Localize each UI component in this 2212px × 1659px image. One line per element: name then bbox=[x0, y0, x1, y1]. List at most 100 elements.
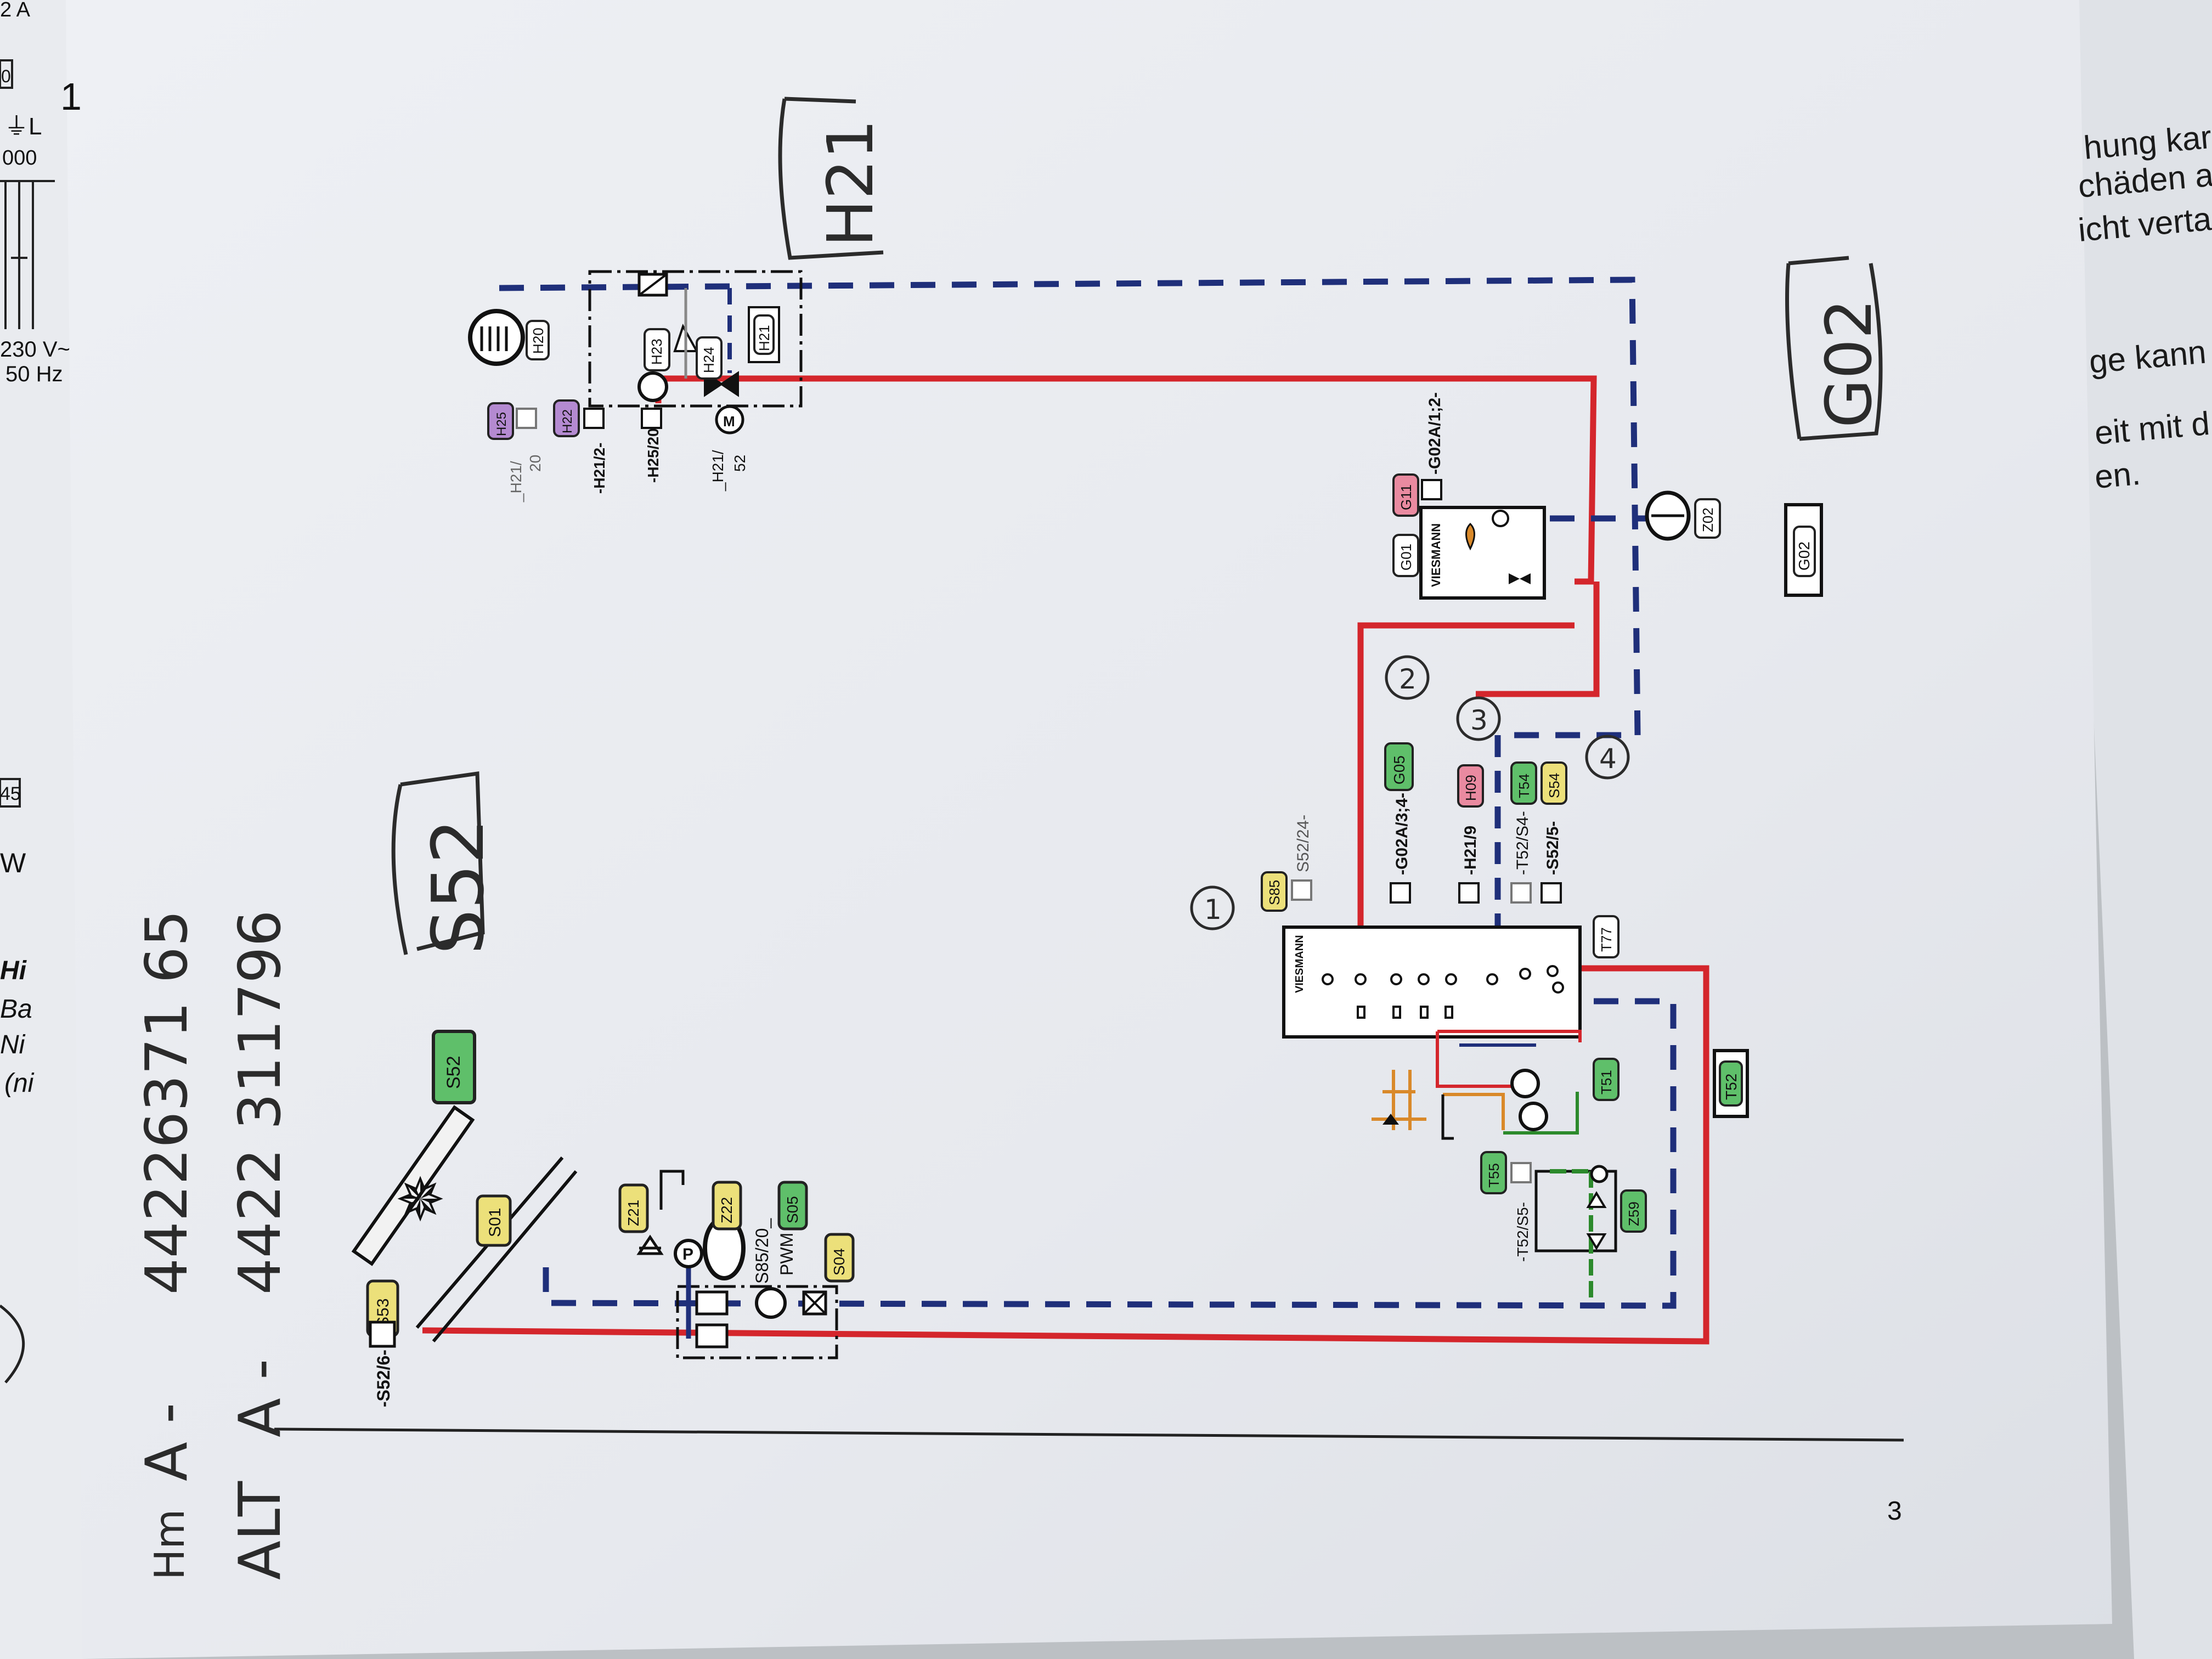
solar-section: ✵ S01 S53 -S52/6- P Z21 Z22 S05 S04 S85/… bbox=[351, 1105, 855, 1407]
tag-h20: H20 bbox=[530, 328, 546, 354]
hw-num1: 44226371 65 bbox=[133, 910, 200, 1295]
page-rule bbox=[274, 1427, 1904, 1442]
left-frag-4: 1 bbox=[60, 75, 82, 118]
hw-num1-prefix: Hm bbox=[145, 1509, 194, 1580]
pressure-gauge-icon: P bbox=[682, 1245, 693, 1263]
page-number: 3 bbox=[1887, 1497, 1902, 1526]
left-frag-0: 2 A bbox=[0, 0, 31, 21]
tag-z02: Z02 bbox=[1700, 507, 1716, 532]
h21-station-box bbox=[588, 270, 803, 408]
svg-text:M: M bbox=[723, 413, 735, 430]
radiator-icon bbox=[468, 309, 525, 366]
hw-h21-bracket bbox=[778, 97, 884, 260]
hw-circle-3: 3 bbox=[1470, 704, 1488, 736]
tag-h24: H24 bbox=[701, 347, 717, 373]
controller-section: VIESMANN T77 T51 T52 Z59 T55 bbox=[1261, 742, 1749, 1297]
left-frag-6: 50 Hz bbox=[5, 362, 63, 386]
boiler-box bbox=[1419, 506, 1546, 600]
hw-num1-a: A - bbox=[133, 1403, 200, 1481]
boiler-section: VIESMANN G01 G11 -G02A/1;2- Z02 G02 bbox=[1392, 392, 1823, 600]
return-pipe-main bbox=[543, 998, 1677, 1309]
tag-g05: G05 bbox=[1391, 755, 1408, 785]
hw-num2: 4422 311796 bbox=[227, 910, 294, 1295]
label-s85-20: S85/20_ bbox=[752, 1218, 772, 1284]
tag-s54: S54 bbox=[1546, 773, 1562, 798]
solar-pump-icon bbox=[755, 1287, 787, 1319]
label-h21-20a: _H21/ bbox=[507, 461, 524, 503]
tag-s04: S04 bbox=[831, 1248, 848, 1276]
left-frag-3: 000 bbox=[2, 146, 37, 170]
left-frag-10: Ba bbox=[0, 995, 32, 1024]
hw-label-h21: H21 bbox=[814, 119, 888, 247]
flow-pipe-main bbox=[422, 965, 1709, 1345]
sun-icon: ✵ bbox=[395, 1166, 445, 1234]
hw-num2-a: A - bbox=[227, 1359, 294, 1437]
tag-s05: S05 bbox=[784, 1196, 801, 1223]
h21-pump-icon bbox=[637, 371, 668, 402]
left-frag-11: Ni bbox=[0, 1030, 26, 1059]
hw-circle-1: 1 bbox=[1204, 894, 1222, 926]
solar-station-box bbox=[676, 1285, 838, 1359]
handwriting bbox=[391, 97, 1883, 955]
controller-box bbox=[1282, 926, 1582, 1039]
tag-s85: S85 bbox=[1266, 880, 1283, 905]
label-h25-20: -H25/20 bbox=[645, 428, 662, 483]
left-frag-12: (ni bbox=[4, 1069, 35, 1098]
tag-h21: H21 bbox=[756, 325, 772, 351]
tag-z21: Z21 bbox=[625, 1200, 642, 1226]
tag-z59: Z59 bbox=[1626, 1201, 1642, 1226]
left-page-fragments: 2 A 0 ⏚L 000 1 230 V~ 50 Hz 45 W Hi Ba N… bbox=[0, 0, 82, 1384]
mixer-motor-icon bbox=[715, 405, 744, 435]
hw-g02-bracket bbox=[1785, 256, 1883, 441]
tag-t51: T51 bbox=[1598, 1070, 1615, 1094]
solar-collector bbox=[351, 1105, 475, 1266]
label-h21-52b: 52 bbox=[731, 455, 748, 472]
right-line-5: en. bbox=[2093, 455, 2142, 495]
pipes bbox=[422, 276, 1709, 1345]
label-h21-2: -H21/2- bbox=[591, 443, 608, 494]
controller-brand: VIESMANN bbox=[1294, 935, 1306, 993]
label-s52-6: -S52/6- bbox=[374, 1350, 393, 1407]
left-frag-2: ⏚L bbox=[4, 113, 42, 140]
label-h21-20b: 20 bbox=[527, 455, 544, 472]
tag-s52: S52 bbox=[443, 1056, 464, 1090]
flow-pipe-g bbox=[1476, 582, 1600, 697]
left-frag-1: 0 bbox=[1, 66, 11, 86]
label-s52-24: S52/24- bbox=[1294, 815, 1312, 872]
safety-valve-icon bbox=[636, 1234, 664, 1255]
tag-h22: H22 bbox=[560, 409, 575, 433]
tag-s52-box bbox=[432, 1030, 476, 1104]
label-g02a-12: -G02A/1;2- bbox=[1426, 392, 1444, 475]
hw-label-s52: S52 bbox=[416, 819, 500, 955]
left-frag-8: W bbox=[0, 848, 26, 878]
label-h21-9: -H21/9 bbox=[1462, 826, 1480, 875]
tag-t54: T54 bbox=[1516, 774, 1532, 798]
tag-h25: H25 bbox=[494, 412, 509, 436]
tag-h09: H09 bbox=[1463, 775, 1479, 801]
tag-t77: T77 bbox=[1598, 927, 1615, 952]
return-pipe-h21 bbox=[499, 276, 1641, 738]
tag-g01: G01 bbox=[1398, 544, 1414, 571]
tag-g11: G11 bbox=[1398, 484, 1414, 510]
tag-s01: S01 bbox=[486, 1208, 504, 1237]
main-page bbox=[66, 0, 2112, 1659]
hw-label-g02: G02 bbox=[1813, 299, 1886, 428]
heating-circuit-h21: H20 M H23 H24 H21 H25 _H21/ 20 H22 -H21/… bbox=[468, 270, 803, 503]
right-page bbox=[2063, 0, 2212, 1659]
hw-circle-4: 4 bbox=[1599, 743, 1617, 775]
label-t52-s5: -T52/S5- bbox=[1514, 1202, 1531, 1262]
boiler-brand: VIESMANN bbox=[1429, 523, 1443, 587]
label-h21-52a: _H21/ bbox=[709, 450, 726, 492]
circulation-pump-icon bbox=[1519, 1102, 1548, 1131]
tag-t52: T52 bbox=[1723, 1074, 1740, 1100]
storage-pump-icon bbox=[1510, 1069, 1540, 1098]
label-s52-5: -S52/5- bbox=[1544, 821, 1562, 875]
tag-g02: G02 bbox=[1796, 541, 1813, 571]
label-pwm: PWM bbox=[777, 1233, 797, 1276]
handwritten-labels: S52 H21 G02 Hm A - 44226371 65 ALT A - 4… bbox=[133, 119, 1886, 1580]
left-frag-7: 45 bbox=[0, 783, 21, 804]
hw-circle-2: 2 bbox=[1399, 663, 1417, 695]
flow-pipe-boiler bbox=[1357, 622, 1575, 968]
left-frag-5: 230 V~ bbox=[0, 337, 70, 362]
